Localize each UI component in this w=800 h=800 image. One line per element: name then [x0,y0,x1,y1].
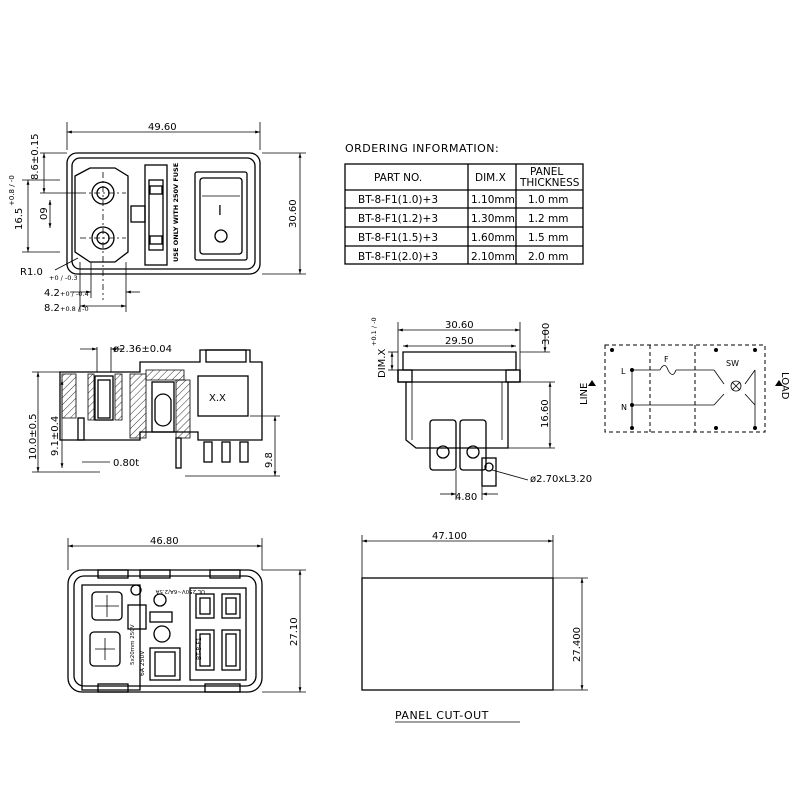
dim-cutout-width: 47.100 [432,531,467,542]
dim-165-tol: +0.8 / -0 [8,175,16,206]
hdr-panel: PANEL [530,166,563,178]
dim-1660: 16.60 [540,399,551,428]
dim-rear-width: 46.80 [150,536,179,547]
cutout-caption: PANEL CUT-OUT [395,709,489,722]
load-label: LOAD [779,372,790,400]
rear-label-fuse: 5x20mm 250V [130,624,136,665]
dim-91: 9.1±0.4 [50,416,61,456]
dim-480: 4.80 [455,492,477,503]
dim-236: ø2.36±0.04 [113,344,172,355]
dim-hole: ø2.70xL3.20 [530,474,592,485]
rear-label-rating: 6A 250V [139,650,146,676]
rear-view: 46.80 27.10 BT-8-F1 6A 250V UL 250V~6A/2… [67,536,306,693]
row-panel: 1.2 mm [528,213,569,225]
wiring-schematic: LINE LOAD L N F SW [579,344,790,433]
side-section-view: ø2.36±0.04 X.X 10.0±0.5 9.1±0.4 [28,344,280,477]
top-view: 30.60 29.50 DIM.X +0.1 / -0 3.00 16.60 [370,317,592,503]
dim-cutout-height: 27.400 [572,627,583,662]
dim-100: 10.0±0.5 [28,413,39,460]
row-panel: 2.0 mm [528,251,569,263]
row-dimx: 1.10mm [471,194,515,206]
ordering-table: ORDERING INFORMATION: PART NO. DIM.X PAN… [344,142,584,265]
dim-82: 8.2 [44,303,60,314]
hdr-thickness: THICKNESS [519,177,580,189]
dim-front-height: 30.60 [288,199,299,228]
row-part: BT-8-F1(2.0)+3 [358,251,438,263]
row-part: BT-8-F1(1.0)+3 [358,194,438,206]
dim-42: 4.2 [44,288,60,299]
row-panel: 1.0 mm [528,194,569,206]
dim-top-2950: 29.50 [445,336,474,347]
sch-f: F [664,355,669,364]
row-dimx: 1.30mm [471,213,515,225]
dim-top-3060: 30.60 [445,320,474,331]
hdr-dimx: DIM.X [475,172,506,184]
row-part: BT-8-F1(1.5)+3 [358,232,438,244]
dim-r10: R1.0 [20,267,43,278]
dim-86: 8.6±0.15 [30,133,41,180]
dim-x-tol: +0.1 / -0 [370,317,378,346]
front-view: 49.60 30.60 USE ONLY WITH 250V FUSE I [8,122,306,314]
row-dimx: 1.60mm [471,232,515,244]
dim-rear-height: 27.10 [289,617,300,646]
row-dimx: 2.10mm [471,251,515,263]
sch-n: N [621,403,627,412]
side-xx-label: X.X [209,393,226,404]
switch-on-mark: I [218,204,222,219]
dim-98: 9.8 [264,452,275,468]
fuse-warning-label: USE ONLY WITH 250V FUSE [172,163,180,262]
dim-09: 09 [39,207,50,220]
dim-r10-tol: +0 / -0.3 [49,274,78,282]
dim-300: 3.00 [541,323,552,345]
sch-sw: SW [726,359,739,368]
line-label: LINE [579,383,590,405]
rear-label-rating2: UL 250V~6A/2.5A [155,588,205,594]
row-part: BT-8-F1(1.2)+3 [358,213,438,225]
dim-42-tol: +0 / -0.4 [60,290,89,298]
dim-82-tol: +0.8 / -0 [60,305,89,313]
dim-165: 16.5 [14,208,25,230]
dim-front-width: 49.60 [148,122,177,133]
dim-x-label: DIM.X [377,349,388,378]
panel-cutout: 47.100 27.400 PANEL CUT-OUT [361,531,588,723]
dim-080: 0.80t [113,458,139,469]
sch-l: L [621,367,626,376]
ordering-title: ORDERING INFORMATION: [345,142,499,155]
row-panel: 1.5 mm [528,232,569,244]
hdr-part-no: PART NO. [374,172,422,184]
